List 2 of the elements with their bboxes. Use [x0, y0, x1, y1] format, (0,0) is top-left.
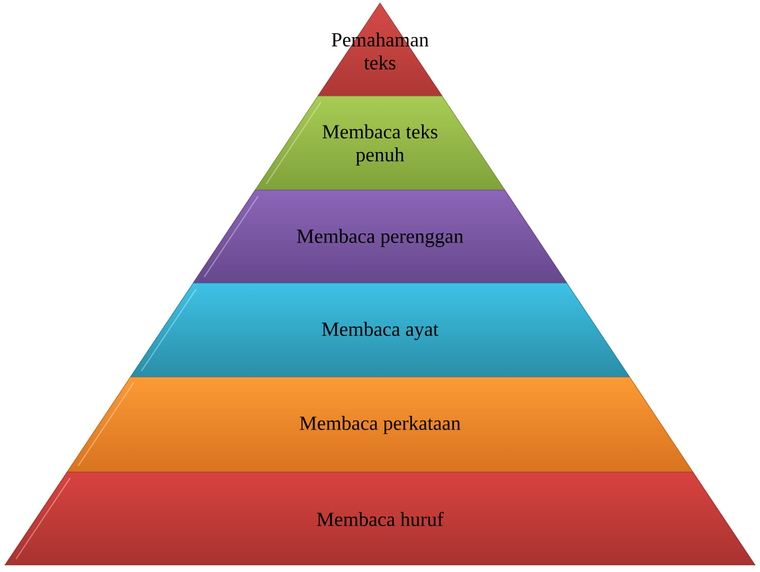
pyramid-level: Membaca perenggan	[192, 190, 568, 284]
pyramid-level: Membaca perkataan	[66, 376, 694, 472]
